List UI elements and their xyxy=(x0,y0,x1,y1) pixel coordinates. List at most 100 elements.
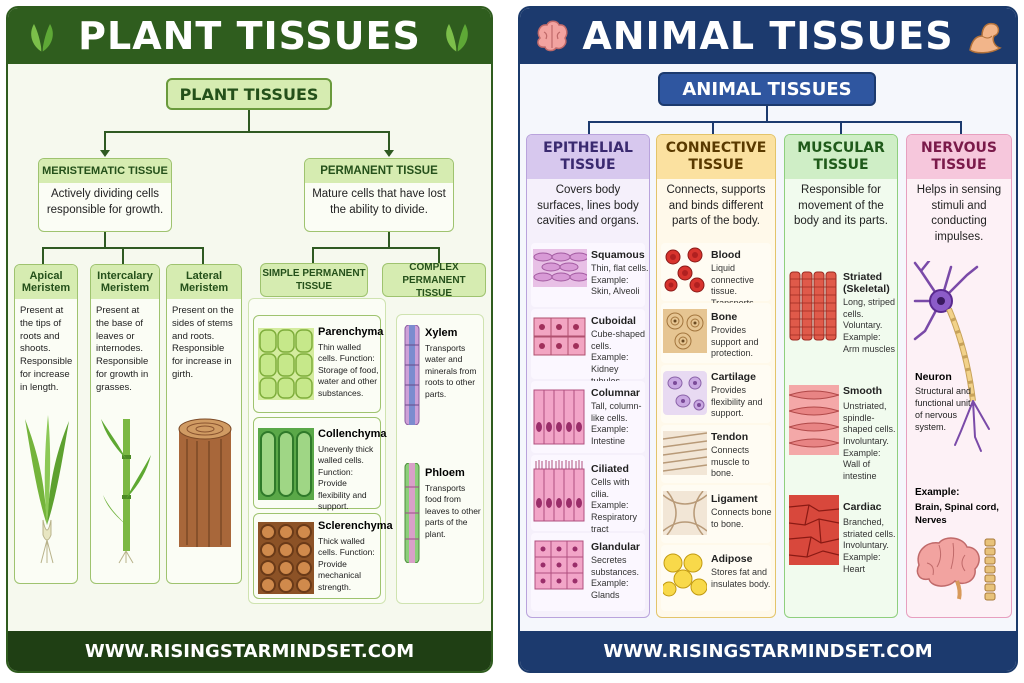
cardiac-desc: Branched, striated cells. Involuntary. E… xyxy=(843,517,896,574)
muscular-desc: Responsible for movement of the body and… xyxy=(794,184,888,228)
shoot-tip-illustration xyxy=(25,415,69,564)
epithelial-title: EPITHELIAL TISSUE xyxy=(527,135,649,179)
tendon-desc: Connects muscle to bone. xyxy=(711,445,750,479)
brain-icon xyxy=(537,20,568,52)
tendon-name: Tendon xyxy=(711,431,749,443)
meristematic-desc: Actively dividing cells responsible for … xyxy=(46,188,164,216)
lateral-meristem-card: Lateral Meristem Present on the sides of… xyxy=(166,264,242,584)
cartilage-desc: Provides flexibility and support. xyxy=(711,385,763,419)
squamous-name: Squamous xyxy=(591,249,645,261)
cuboidal-cells-illustration xyxy=(533,317,586,356)
permanent-desc: Mature cells that have lost the ability … xyxy=(312,188,446,216)
nervous-title: NERVOUS TISSUE xyxy=(907,135,1011,179)
parenchyma-cells-illustration xyxy=(258,328,314,400)
connective-tissue-column: CONNECTIVE TISSUE Connects, supports and… xyxy=(656,134,776,618)
phloem-tube-illustration xyxy=(404,463,420,563)
nervous-example-label: Example: xyxy=(915,487,960,498)
ciliated-item: Ciliated Cells with cilia. Example: Resp… xyxy=(531,455,645,534)
smooth-name: Smooth xyxy=(843,385,883,397)
neuron-desc: Structural and functional unit of nervou… xyxy=(915,386,972,433)
simple-permanent-title: SIMPLE PERMANENT TISSUE xyxy=(260,263,368,297)
phloem-desc: Transports food from leaves to other par… xyxy=(425,483,481,539)
blood-name: Blood xyxy=(711,249,741,261)
plant-footer: WWW.RISINGSTARMINDSET.COM xyxy=(8,631,491,671)
tendon-item: Tendon Connects muscle to bone. xyxy=(661,425,771,483)
plant-root-node: PLANT TISSUES xyxy=(166,78,332,110)
collenchyma-desc: Unevenly thick walled cells. Function: P… xyxy=(318,444,374,512)
cardiac-muscle-illustration xyxy=(789,495,839,565)
bone-name: Bone xyxy=(711,311,738,323)
phloem-name: Phloem xyxy=(425,467,465,479)
columnar-cells-illustration xyxy=(533,389,585,445)
parenchyma-name: Parenchyma xyxy=(318,326,384,338)
squamous-desc: Thin, flat cells. Example: Skin, Alveoli xyxy=(591,263,649,297)
sclerenchyma-desc: Thick walled cells. Function: Provide me… xyxy=(318,536,375,592)
meristematic-tissue-card: MERISTEMATIC TISSUE Actively dividing ce… xyxy=(38,158,172,232)
tendon-fibers-illustration xyxy=(663,431,707,475)
adipose-desc: Stores fat and insulates body. xyxy=(711,567,771,589)
columnar-desc: Tall, column-like cells. Example: Intest… xyxy=(591,401,642,447)
cartilage-item: Cartilage Provides flexibility and suppo… xyxy=(661,365,771,423)
neuron-illustration xyxy=(913,261,990,452)
striated-name: Striated (Skeletal) xyxy=(843,271,890,295)
parenchyma-card: Parenchyma Thin walled cells. Function: … xyxy=(253,315,384,413)
cartilage-tissue-illustration xyxy=(663,371,707,415)
ciliated-desc: Cells with cilia. Example: Respiratory t… xyxy=(591,477,638,534)
striated-item: Striated (Skeletal) Long, striped cells.… xyxy=(789,261,895,367)
blood-item: Blood Liquid connective tissue. Transpor… xyxy=(661,243,771,320)
sclerenchyma-cells-illustration xyxy=(258,522,314,594)
complex-permanent-title: COMPLEX PERMANENT TISSUE xyxy=(382,262,486,299)
nervous-desc: Helps in sensing stimuli and conducting … xyxy=(916,184,1002,243)
connective-desc: Connects, supports and binds different p… xyxy=(666,184,766,228)
ciliated-name: Ciliated xyxy=(591,463,629,475)
plant-title: PLANT TISSUES xyxy=(78,14,421,58)
cuboidal-desc: Cube-shaped cells. Example: Kidney tubul… xyxy=(591,329,646,386)
leaf-icon xyxy=(31,24,53,52)
bone-item: Bone Provides support and protection. xyxy=(661,303,771,363)
plant-tissues-panel: PLANT TISSUES PLANT TISSUES MERISTEMATIC… xyxy=(6,6,493,673)
intercalary-meristem-title: Intercalary Meristem xyxy=(91,265,159,299)
animal-footer: WWW.RISINGSTARMINDSET.COM xyxy=(520,631,1016,671)
tree-trunk-illustration xyxy=(178,418,232,547)
squamous-cells-illustration xyxy=(533,249,587,287)
adipose-name: Adipose xyxy=(711,553,753,565)
muscular-tissue-column: MUSCULAR TISSUE Responsible for movement… xyxy=(784,134,898,618)
bone-desc: Provides support and protection. xyxy=(711,325,759,359)
plant-banner: PLANT TISSUES xyxy=(8,8,491,64)
sclerenchyma-card: Sclerenchyma Thick walled cells. Functio… xyxy=(253,513,393,599)
ligament-name: Ligament xyxy=(711,493,758,505)
intercalary-meristem-card: Intercalary Meristem Present at the base… xyxy=(90,264,160,584)
animal-tissues-panel: ANIMAL TISSUES ANIMAL TISSUES EPITHELIAL… xyxy=(518,6,1018,673)
leaf-icon xyxy=(446,24,468,52)
glandular-item: Glandular Secretes substances. Example: … xyxy=(531,533,645,611)
glandular-name: Glandular xyxy=(591,541,641,553)
smooth-desc: Unstriated, spindle-shaped cells. Involu… xyxy=(843,401,896,482)
bone-tissue-illustration xyxy=(663,309,707,353)
columnar-item: Columnar Tall, column-like cells. Exampl… xyxy=(531,381,645,453)
sclerenchyma-name: Sclerenchyma xyxy=(318,520,393,532)
nervous-example: Brain, Spinal cord, Nerves xyxy=(915,502,999,527)
adipose-item: Adipose Stores fat and insulates body. xyxy=(661,545,771,611)
ligament-desc: Connects bone to bone. xyxy=(711,507,772,529)
squamous-item: Squamous Thin, flat cells. Example: Skin… xyxy=(531,243,649,307)
flexed-arm-icon xyxy=(969,22,1002,54)
collenchyma-cells-illustration xyxy=(258,428,314,500)
grass-stem-illustration xyxy=(101,419,151,564)
brain-spinal-cord-illustration xyxy=(916,537,996,601)
epithelial-tissue-column: EPITHELIAL TISSUE Covers body surfaces, … xyxy=(526,134,650,618)
columnar-name: Columnar xyxy=(591,387,641,399)
simple-permanent-group: Parenchyma Thin walled cells. Function: … xyxy=(248,298,393,604)
cartilage-name: Cartilage xyxy=(711,371,756,383)
neuron-name: Neuron xyxy=(915,371,952,383)
lateral-meristem-desc: Present on the sides of stems and roots.… xyxy=(172,305,234,381)
collenchyma-name: Collenchyma xyxy=(318,428,387,440)
smooth-muscle-illustration xyxy=(789,385,839,455)
apical-meristem-card: Apical Meristem Present at the tips of r… xyxy=(14,264,78,584)
adipose-cells-illustration xyxy=(663,553,707,597)
animal-title: ANIMAL TISSUES xyxy=(582,14,954,58)
connective-title: CONNECTIVE TISSUE xyxy=(657,135,775,179)
ligament-item: Ligament Connects bone to bone. xyxy=(661,485,772,543)
lateral-meristem-title: Lateral Meristem xyxy=(167,265,241,299)
muscular-title: MUSCULAR TISSUE xyxy=(785,135,897,179)
xylem-name: Xylem xyxy=(425,327,458,339)
